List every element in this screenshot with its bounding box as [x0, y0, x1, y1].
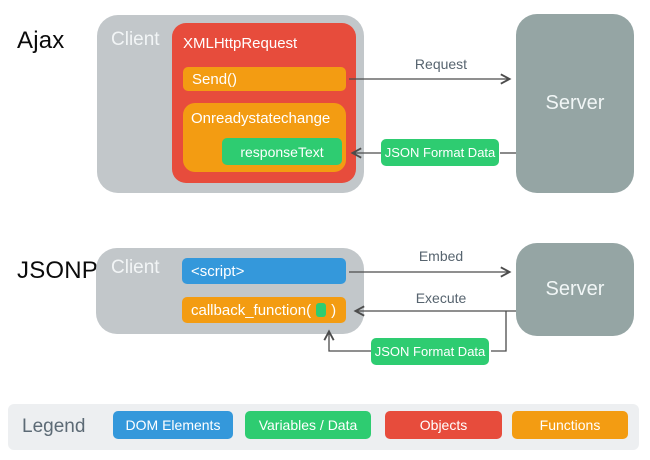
- ajax-onready-function-box: Onreadystatechange responseText: [183, 103, 346, 172]
- ajax-request-arrow-label: Request: [414, 56, 468, 72]
- jsonp-section-title: JSONP: [17, 257, 99, 284]
- jsonp-script-label: <script>: [191, 262, 245, 280]
- jsonp-json-data-tag: JSON Format Data: [371, 338, 489, 365]
- ajax-response-text-box: responseText: [222, 138, 342, 165]
- jsonp-server-box: Server: [516, 243, 634, 336]
- jsonp-execute-arrow-label: Execute: [415, 290, 467, 306]
- legend-pill-functions: Functions: [512, 411, 628, 439]
- jsonp-callback-function-box: callback_function( ): [182, 297, 346, 323]
- legend-pill-dom-elements-label: DOM Elements: [125, 417, 221, 433]
- ajax-xhr-label: XMLHttpRequest: [183, 35, 298, 52]
- legend-pill-variables-data-label: Variables / Data: [258, 417, 358, 433]
- ajax-section-title: Ajax: [17, 27, 65, 54]
- legend-bar: Legend DOM Elements Variables / Data Obj…: [8, 404, 639, 450]
- jsonp-callback-prefix: callback_function(: [191, 301, 312, 319]
- legend-pill-variables-data: Variables / Data: [245, 411, 371, 439]
- legend-pill-objects: Objects: [385, 411, 502, 439]
- legend-pill-dom-elements: DOM Elements: [113, 411, 233, 439]
- jsonp-json-param-square: [316, 303, 327, 317]
- jsonp-json-data-label: JSON Format Data: [374, 344, 486, 359]
- jsonp-client-label: Client: [111, 257, 160, 278]
- ajax-server-label: Server: [545, 92, 605, 114]
- legend-title: Legend: [22, 416, 86, 437]
- ajax-onready-label: Onreadystatechange: [191, 110, 331, 127]
- ajax-send-label: Send(): [192, 70, 238, 88]
- legend-pill-objects-label: Objects: [419, 417, 468, 433]
- jsonp-server-label: Server: [545, 278, 605, 300]
- jsonp-dropline: [491, 311, 507, 352]
- jsonp-embed-arrow-label: Embed: [418, 248, 464, 264]
- ajax-server-box: Server: [516, 14, 634, 193]
- ajax-json-data-label: JSON Format Data: [384, 145, 496, 160]
- jsonp-param-return-arrow: [329, 332, 371, 352]
- legend-pill-functions-label: Functions: [539, 417, 601, 433]
- jsonp-callback-suffix: ): [331, 301, 337, 319]
- ajax-send-function-box: Send(): [183, 67, 346, 91]
- ajax-client-label: Client: [111, 29, 160, 50]
- ajax-response-label: responseText: [240, 143, 324, 160]
- ajax-json-data-tag: JSON Format Data: [381, 139, 499, 166]
- jsonp-script-tag-box: <script>: [182, 258, 346, 284]
